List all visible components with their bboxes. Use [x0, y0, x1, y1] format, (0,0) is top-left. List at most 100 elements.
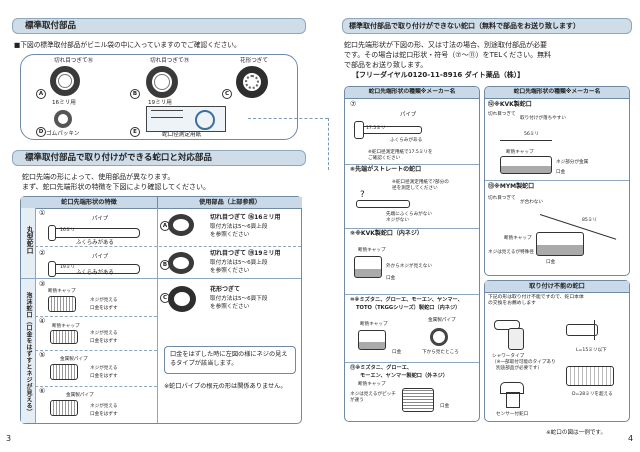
r8-title: ⑧先端がストレートの蛇口 [350, 166, 422, 173]
right-col-left-header: 蛇口先端形状の種類※メーカー名 [345, 87, 479, 99]
part-d-letter-icon: D [36, 118, 46, 137]
r7-dia: 17.5ミリ [366, 126, 386, 131]
row3-label1: ネジが見える [90, 298, 118, 303]
part-b-letter-icon: B [130, 80, 140, 99]
row5-label2: 口金をはずす [90, 374, 118, 379]
r11-label-2: が違う [350, 398, 364, 403]
r13-label-3: ネジは見えるが特殊径 [488, 250, 534, 255]
row5-label1: ネジが見える [90, 366, 118, 371]
row1-dia-label: 16ミリ [60, 228, 76, 233]
part-d-gasket-icon [54, 110, 72, 128]
r13-label-2: が合わない [520, 200, 543, 205]
row1-pipe-diagram [46, 222, 146, 241]
r8-pipe-diagram: ? [352, 191, 412, 214]
right-intro-2: です。その場合は蛇口形状・符号（⑦〜⑪）をTELください。無料 [344, 51, 552, 59]
row1-note2: を参照ください [210, 232, 250, 238]
part-e-letter-icon: E [130, 118, 140, 137]
right-intro-3: で部品をお送り致します。 [344, 61, 428, 69]
hotline[interactable]: 【フリーダイヤル0120-11-8916 ダイト薬品（株）】 [352, 71, 525, 79]
r13-faucet-icon [536, 232, 584, 256]
row1-feature: ふくらみがある [76, 240, 114, 246]
row2-num: ② [39, 249, 46, 257]
r11-cap: 断熱キャップ [358, 382, 386, 387]
r12-label-3: ネジ部分が金属 [556, 160, 589, 165]
connector-line-v [328, 118, 329, 170]
r11-label-3: 口金 [440, 404, 450, 409]
row6-label1: ネジが見える [90, 404, 118, 409]
r12-title: ⑫※KVK製蛇口 [488, 101, 532, 108]
r10-label-4: 下から見たところ [422, 350, 459, 355]
r7-feature: ふくらみがある [390, 138, 423, 143]
r11-title: ⑪※ミズタニ、グローエ、 [350, 365, 413, 371]
part-b-name: 切れ目つぎて⑲ [150, 58, 190, 64]
r12-label-2: 取り付けが落ちやすい [520, 116, 566, 121]
row6-aerator-icon [50, 400, 78, 416]
r7-pipe: パイプ [400, 112, 417, 118]
not-installable-title: 取り付け不能の蛇口 [485, 281, 629, 293]
row1-joint-icon [168, 214, 194, 236]
part-a-letter-icon: A [36, 80, 46, 99]
table-header-left: 蛇口先端形状の特徴 [21, 197, 157, 209]
row3-flower-joint-icon [168, 286, 196, 312]
row3-note2: を参照ください [210, 304, 250, 310]
shower-note-2: 別途部品が必要です） [496, 366, 542, 371]
row3-label2: 口金をはずす [90, 306, 118, 311]
standard-parts-intro: ■下図の標準取付部品がビニル袋の中に入っていますのでご確認ください。 [14, 41, 241, 49]
compatible-lead-2: まず、蛇口先端形状の特徴を下図により確認してください。 [22, 183, 210, 191]
pipe-root-footnote: ※蛇口パイプの根元の形は関係ありません。 [164, 383, 287, 390]
compatible-lead-1: 蛇口先端の形によって、使用部品が異なります。 [22, 173, 175, 181]
page-number-left: 3 [6, 434, 12, 443]
r13-title: ⑬※MYM製蛇口 [488, 183, 535, 190]
right-title: 標準取付部品で取り付けができない蛇口（無料で部品をお送り致します） [342, 18, 632, 34]
r9-title: ⑨※KVK製蛇口（内ネジ） [350, 230, 423, 237]
r8-note-2: 径を測定してください [392, 186, 438, 191]
r9-label-1: 外からネジが見えない [386, 264, 432, 269]
wide-spout-icon [566, 366, 614, 386]
row5-num: ⑤ [39, 351, 46, 359]
not-installable-panel [484, 280, 630, 422]
sensor-faucet-icon [500, 382, 530, 408]
row4-cap: 断熱キャップ [52, 324, 80, 329]
part-c-name: 花形つぎて [240, 58, 268, 64]
r13-dim: 85ミリ [582, 218, 598, 223]
section-title-standard-parts: 標準取付部品 [12, 18, 306, 34]
table-header-right: 使用部品（上部参照） [157, 197, 302, 209]
r10-label-3: 口金 [392, 350, 402, 355]
r9-cap: 断熱キャップ [358, 248, 386, 253]
row2-dia-label: 19ミリ [60, 265, 76, 270]
part-a-name: 切れ目つぎて⑯ [54, 58, 94, 64]
r8-feature-2: ネジがない [386, 218, 409, 223]
r7-pipe-diagram [352, 118, 422, 139]
row4-aerator-icon [50, 330, 78, 344]
not-installable-line-2: の交換をお薦めします [488, 301, 536, 306]
row3-cap: 断熱キャップ [48, 289, 76, 294]
row1-num: ① [39, 209, 46, 217]
row6-label2: 口金をはずす [90, 412, 118, 417]
row4-label2: 口金をはずす [90, 339, 118, 344]
r13-cap: 断熱キャップ [504, 236, 532, 241]
r13-label-1: 切れ目つぎて [488, 196, 516, 201]
right-intro-1: 蛇口先端形状が下図の形、又は寸法の場合、別途取付部品が必要 [344, 41, 547, 49]
row1-pipe-label: パイプ [92, 216, 109, 222]
not-installable-line-1: 下記の形は取り付け不能ですので、蛇口本体 [488, 295, 584, 300]
connector-line-h [248, 118, 328, 119]
right-footnote: ※蛇口の図は一例です。 [546, 430, 607, 436]
row5-cap: 金属製パイプ [60, 357, 88, 362]
r7-num: ⑦ [350, 100, 357, 108]
row2-part: 切れ目つぎて ⑲19ミリ用 [210, 250, 281, 257]
r10-title-2: TOTO（TKGGシリーズ）製蛇口（内ネジ） [356, 305, 461, 311]
row2-note2: を参照ください [210, 268, 250, 274]
r12-dim: 56ミリ [524, 132, 540, 137]
part-a-size: 16ミリ用 [52, 100, 76, 106]
group-label-aerator: 泡沫蛇口（口金をはずすとネジが見える） [25, 292, 32, 416]
row3-part: 花形つぎて [210, 286, 241, 293]
row3-note1: 取付方法は5〜6頁下段 [210, 296, 268, 302]
row3-aerator-icon [48, 296, 76, 312]
row2-note1: 取付方法は5〜6頁上段 [210, 260, 268, 266]
row2-feature: ふくらみがある [76, 270, 114, 276]
r11-faucet-icon [402, 388, 434, 412]
short-spout-icon [566, 320, 606, 342]
row1-part: 切れ目つぎて ⑯16ミリ用 [210, 214, 281, 221]
right-page: 標準取付部品で取り付けができない蛇口（無料で部品をお送り致します） 蛇口先端形状… [320, 0, 640, 452]
part-b-size: 19ミリ用 [148, 100, 172, 106]
